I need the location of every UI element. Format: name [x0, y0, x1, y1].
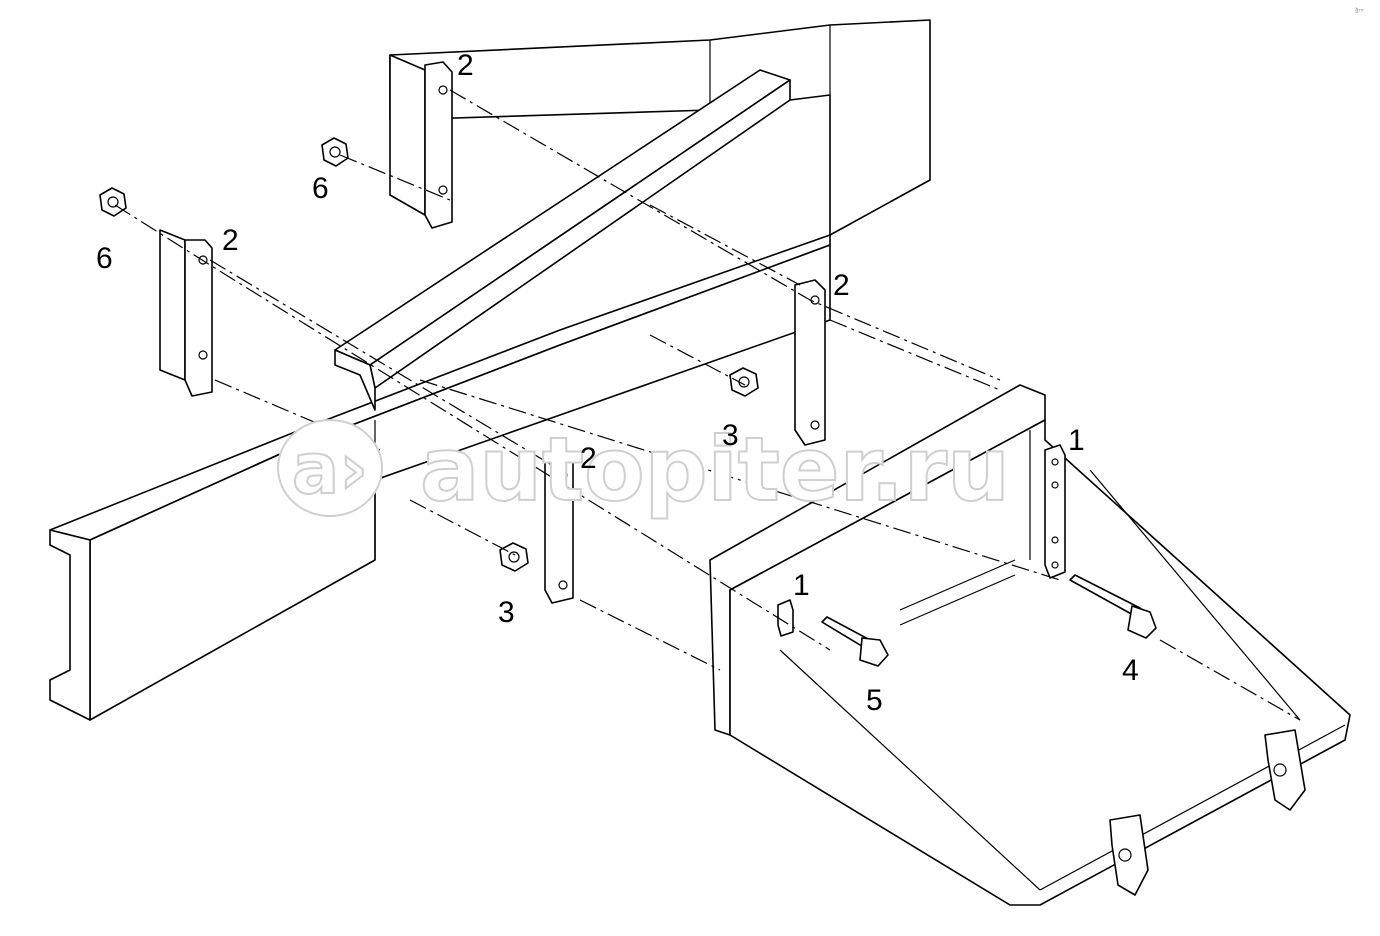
watermark-logo-circle — [277, 419, 383, 517]
latch-right — [1264, 729, 1306, 811]
bracket-right — [794, 279, 826, 446]
bolt-right — [1069, 574, 1157, 639]
frame-rail — [49, 19, 931, 721]
nut-top-center — [321, 137, 349, 167]
bolt-left — [821, 616, 889, 667]
plate-left — [777, 599, 794, 637]
callout-bracket-top-center: 2 — [457, 49, 474, 82]
bracket-top-center — [389, 54, 453, 229]
callout-labels: 2 2 2 2 1 1 6 6 3 3 4 5 — [96, 49, 1139, 717]
callout-bracket-top-left: 2 — [222, 224, 239, 257]
callout-nut-top-left: 6 — [96, 242, 113, 275]
nut-center — [729, 367, 759, 397]
latch-left — [1109, 814, 1149, 896]
watermark-logo: a› — [292, 428, 368, 510]
callout-plate-right: 1 — [1068, 424, 1085, 457]
nut-top-left — [99, 187, 127, 217]
watermark-site-text: autopiter.ru — [420, 418, 1010, 521]
callout-nut-center: 3 — [722, 419, 739, 452]
plate-right — [1044, 444, 1066, 579]
corner-mark: ª̀ᵐ — [1355, 6, 1364, 16]
battery-box — [709, 384, 1351, 906]
callout-bracket-center: 2 — [580, 442, 597, 475]
callout-nut-lower: 3 — [498, 596, 515, 629]
watermark: a› autopiter.ru — [277, 417, 1011, 522]
nut-lower — [499, 542, 529, 572]
callout-bolt-left: 5 — [866, 684, 883, 717]
bracket-center — [544, 449, 574, 604]
callout-nut-top-center: 6 — [312, 172, 329, 205]
callout-plate-left: 1 — [793, 569, 810, 602]
callout-bolt-right: 4 — [1122, 654, 1139, 687]
callout-bracket-right: 2 — [833, 269, 850, 302]
bracket-top-left — [159, 229, 213, 397]
